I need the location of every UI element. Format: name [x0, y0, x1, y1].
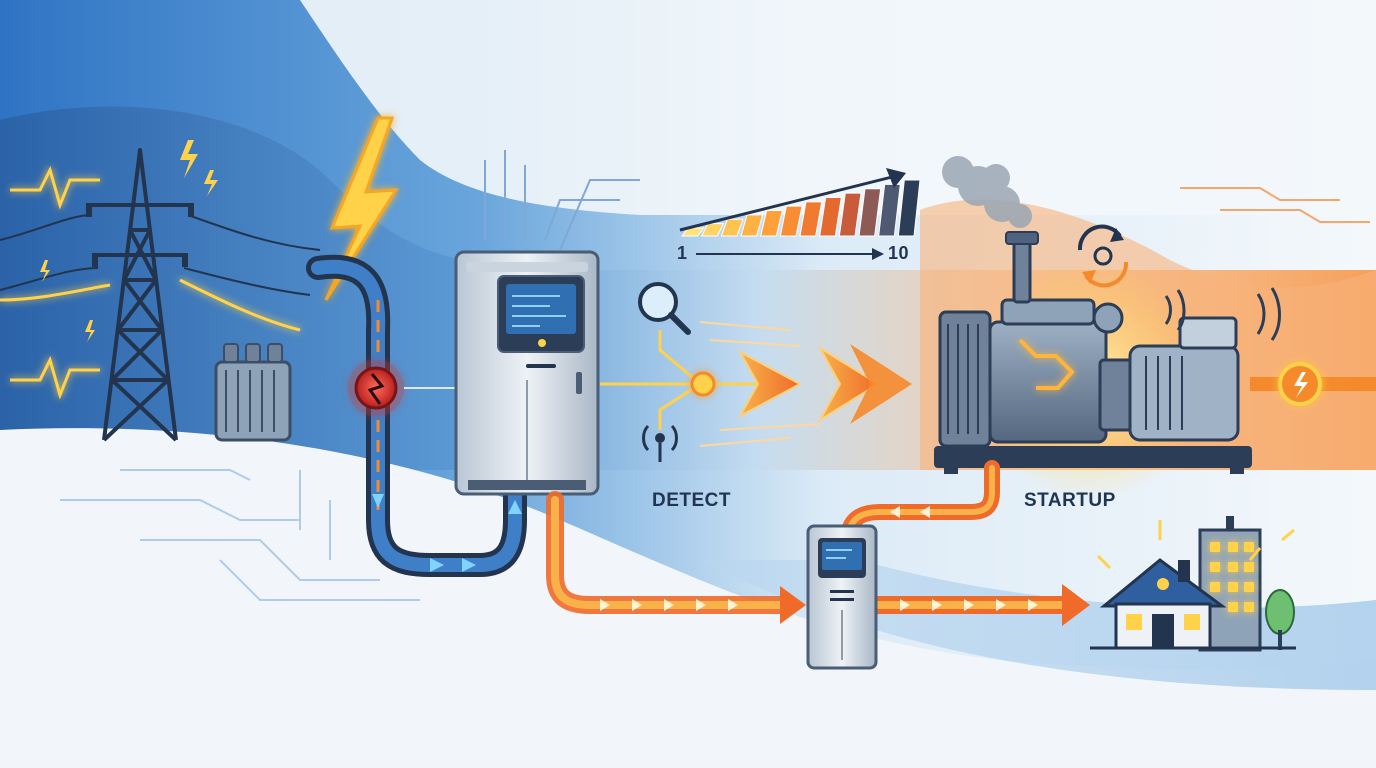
power-fault-icon [348, 360, 404, 416]
light-rays [1096, 520, 1295, 570]
circuit-traces-left [60, 469, 420, 601]
magnifier-icon [638, 282, 691, 335]
delay-scale-segment [838, 192, 862, 237]
delay-scale-segment [779, 205, 803, 237]
switchgear-cabinet-icon [454, 250, 600, 496]
delay-scale-segment [681, 227, 705, 237]
delay-scale-segment [740, 214, 764, 237]
sensor-signal-icon [642, 424, 678, 462]
lightning-bolt-icon [324, 116, 399, 301]
startup-label: STARTUP [1024, 490, 1116, 511]
detect-trace-top [658, 330, 760, 386]
backup-feed-path-inner [551, 496, 794, 609]
delay-scale [679, 168, 921, 260]
vibration-marks [1164, 287, 1281, 341]
house-icon [1099, 558, 1227, 650]
rotate-cycle-icon [1077, 224, 1129, 288]
delay-scale-segment [799, 201, 823, 237]
circuit-traces-top [484, 150, 640, 251]
sky-region [0, 0, 1376, 215]
startup-chevron-arrow [850, 344, 912, 424]
grid-feed-path-inner [311, 259, 522, 572]
backup-feed-arrowhead-icon [780, 586, 806, 624]
delay-scale-segment [700, 223, 725, 237]
speed-lines [699, 321, 821, 447]
delay-scale-segment [897, 179, 921, 237]
power-output-icon [1278, 362, 1322, 406]
delay-scale-min-label: 1 [677, 243, 688, 263]
delay-scale-trend-line [679, 173, 901, 232]
delay-scale-segment [760, 210, 783, 237]
delay-scale-segment [720, 218, 744, 237]
transformer-icon [214, 343, 292, 442]
exhaust-smoke-icon [942, 156, 1032, 228]
grid-flow-markers [372, 494, 522, 572]
detect-label: DETECT [652, 490, 731, 511]
detect-trace-bottom [658, 382, 701, 430]
detect-node-icon [690, 371, 716, 397]
delay-scale-segment [858, 188, 882, 237]
delay-scale-trend-arrow-icon [886, 168, 906, 188]
grid-surge-lines [0, 165, 301, 400]
detect-chevron-arrows [737, 345, 880, 423]
small-spark-icons [40, 140, 218, 342]
generator-icon [934, 231, 1252, 500]
delay-scale-axis-arrow-icon [872, 248, 884, 260]
transmission-tower-icon [0, 148, 321, 442]
delay-scale-max-label: 10 [888, 243, 910, 263]
circuit-traces-right [1180, 187, 1370, 223]
delay-scale-segment [878, 183, 901, 237]
delay-scale-bars [681, 179, 921, 237]
load-feed-arrowhead-icon [1062, 584, 1090, 626]
delay-scale-segment [819, 196, 842, 237]
transfer-switch-icon [806, 524, 878, 670]
backup-flow-markers [600, 506, 1038, 611]
